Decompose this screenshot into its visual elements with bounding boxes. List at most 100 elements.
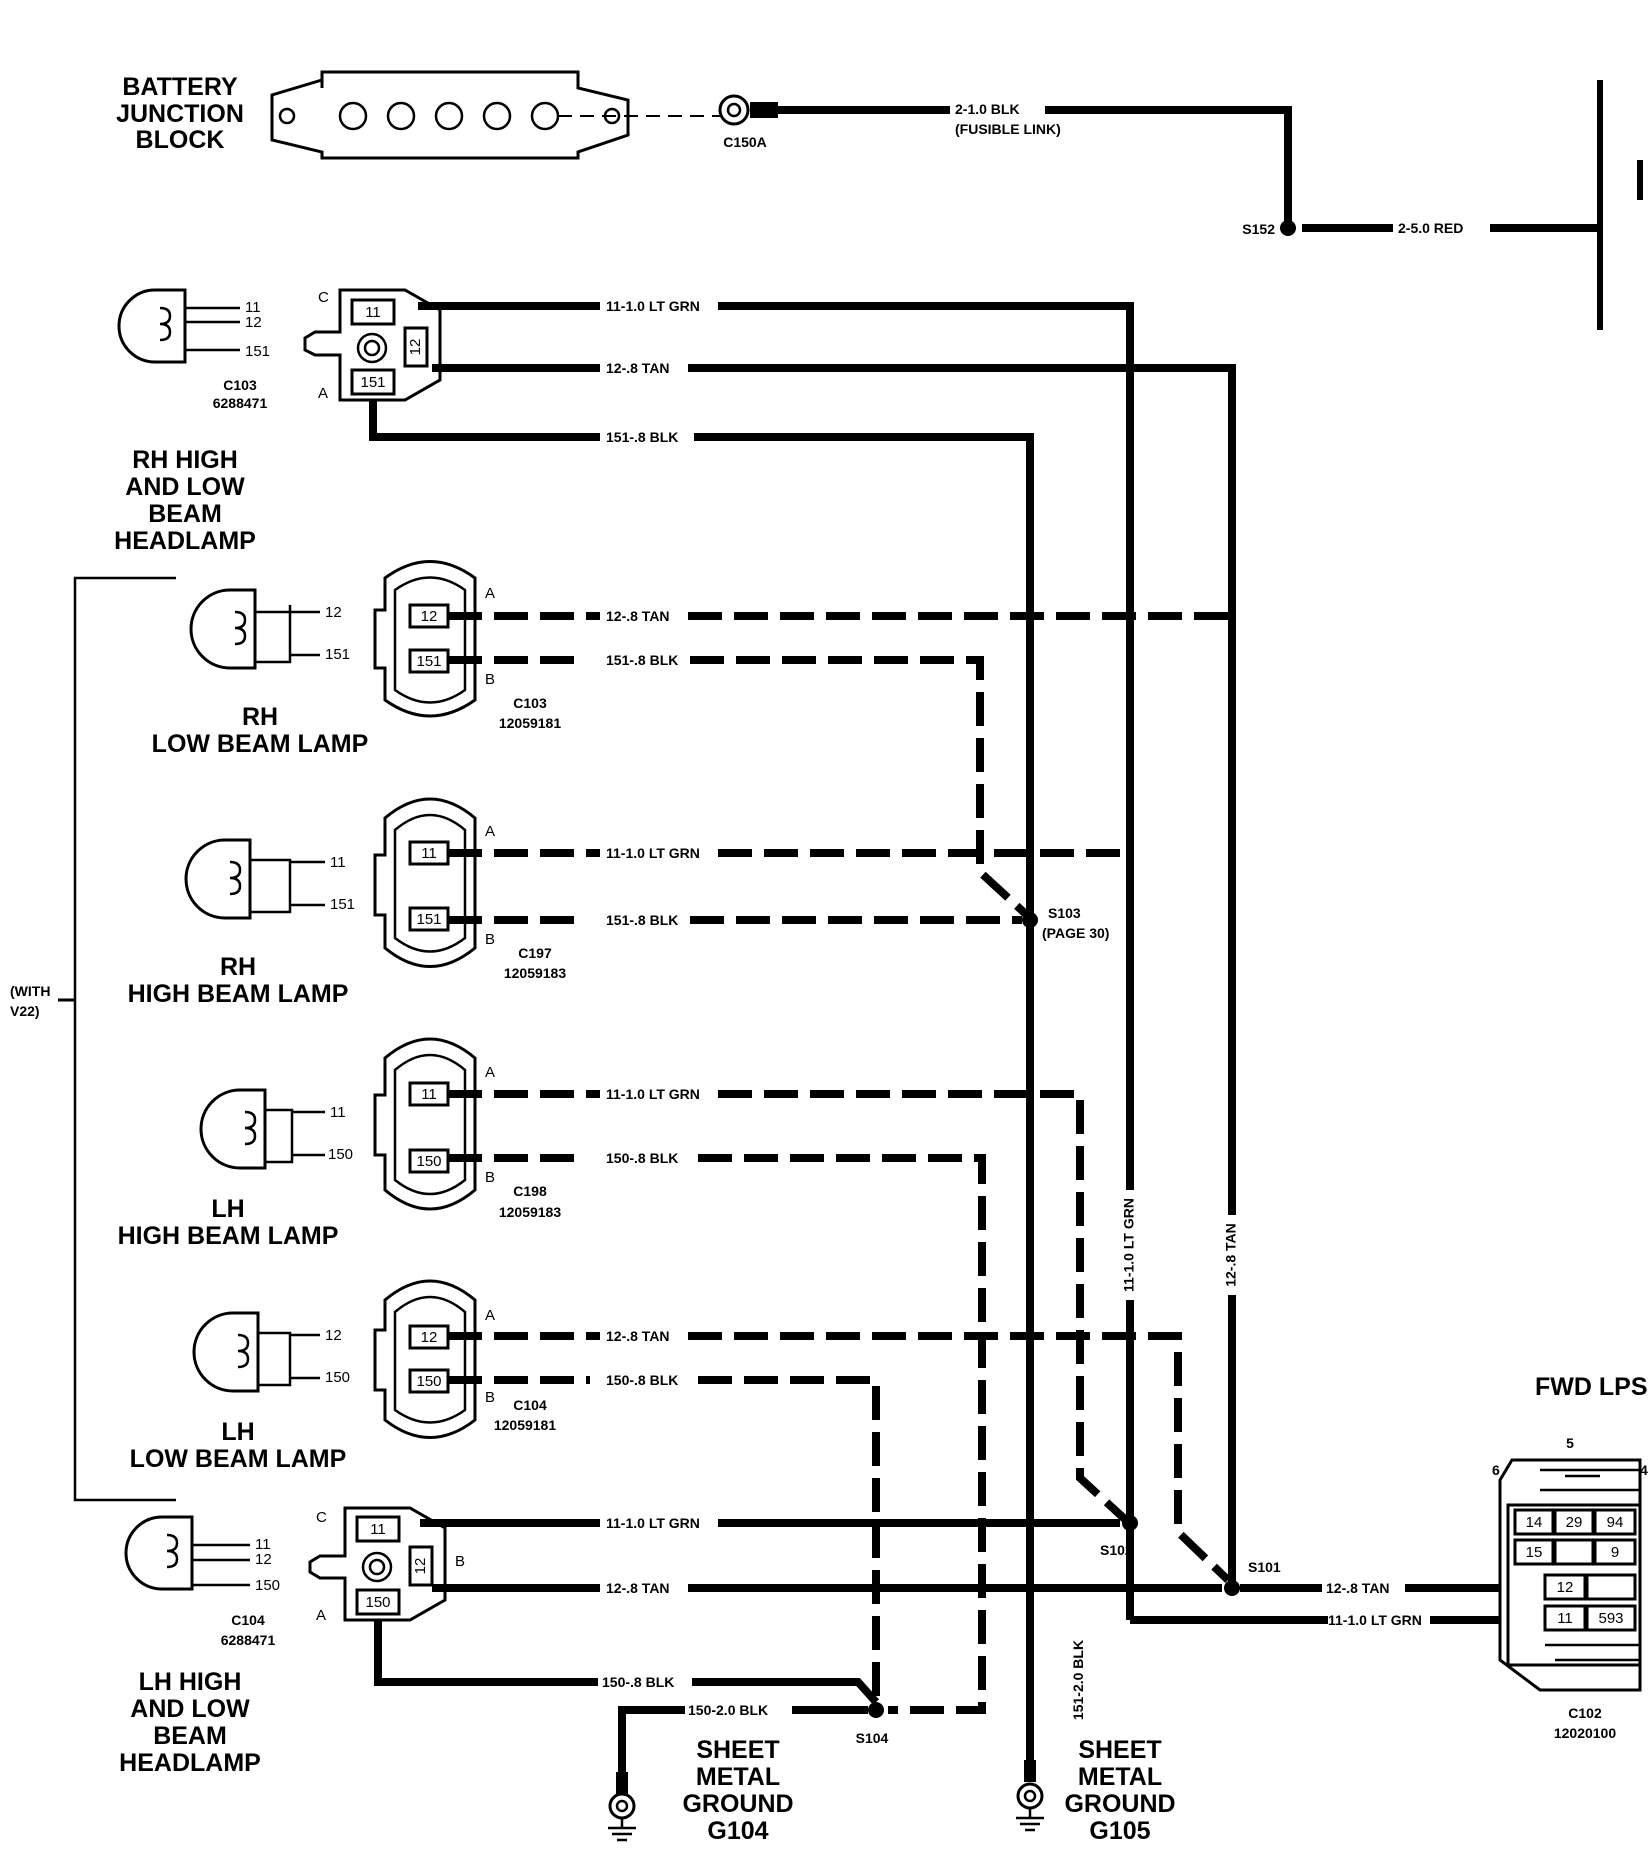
c197-label-1: C197 bbox=[518, 945, 552, 961]
with-v22-label-1: (WITH bbox=[10, 983, 50, 999]
ground-g105-symbol bbox=[1016, 1760, 1044, 1832]
lh-headlamp-label-1: LH HIGH bbox=[139, 1668, 242, 1696]
wire-label-red: 2-5.0 RED bbox=[1398, 220, 1463, 236]
splice-s152 bbox=[1280, 220, 1296, 236]
lh-headlamp-label-2: AND LOW bbox=[130, 1695, 250, 1723]
wire-label-trunk-grn: 11-1.0 LT GRN bbox=[1121, 1198, 1137, 1292]
c103-low-label-1: C103 bbox=[513, 695, 547, 711]
g104-label-2: METAL bbox=[696, 1763, 780, 1791]
rh-low-beam-label-2: LOW BEAM LAMP bbox=[152, 730, 369, 758]
rh-headlamp-label-1: RH HIGH bbox=[132, 446, 238, 474]
bjb-label-2: JUNCTION bbox=[116, 100, 244, 128]
rh-headlamp-label-4: HEADLAMP bbox=[114, 527, 256, 555]
wire-label-151-2-blk: 151-2.0 BLK bbox=[1070, 1640, 1086, 1720]
c197-connector: 11 151 A B bbox=[373, 797, 495, 968]
c104-bot-connector: 11 12 150 C B A bbox=[308, 1506, 465, 1624]
battery-junction-block: BATTERY JUNCTION BLOCK bbox=[116, 70, 720, 160]
c103-top-cav11: 11 bbox=[365, 304, 381, 321]
c102-cav9: 9 bbox=[1611, 1544, 1619, 1561]
g105-label-1: SHEET bbox=[1078, 1736, 1161, 1764]
wire-label-rhlow-tan: 12-.8 TAN bbox=[606, 608, 670, 624]
c102-label-2: 12020100 bbox=[1554, 1725, 1617, 1741]
lh-low-pin12: 12 bbox=[325, 1327, 342, 1344]
rh-high-beam-label-2: HIGH BEAM LAMP bbox=[128, 980, 349, 1008]
lh-high-beam-label-2: HIGH BEAM LAMP bbox=[118, 1222, 339, 1250]
wire-label-fwd-grn: 11-1.0 LT GRN bbox=[1328, 1612, 1422, 1628]
ground-g104-symbol bbox=[608, 1772, 636, 1842]
lh-headlamp-symbol: 11 12 150 bbox=[124, 1515, 280, 1594]
lh-low-beam-label-2: LOW BEAM LAMP bbox=[130, 1445, 347, 1473]
lh-high-pin11: 11 bbox=[330, 1104, 346, 1121]
g105-label-4: G105 bbox=[1089, 1817, 1150, 1845]
lh-hl-pin12: 12 bbox=[255, 1551, 272, 1568]
rh-low-pin12: 12 bbox=[325, 604, 342, 621]
c104-low-pinB: B bbox=[485, 1389, 495, 1406]
c198-label-1: C198 bbox=[513, 1183, 547, 1199]
c102-pin5: 5 bbox=[1566, 1435, 1574, 1451]
wire-label-top-blk: 151-.8 BLK bbox=[606, 429, 678, 445]
lh-high-beam-symbol: 11 150 bbox=[199, 1088, 353, 1170]
c198-label-2: 12059183 bbox=[499, 1204, 562, 1220]
wire-label-lhhigh-blk: 150-.8 BLK bbox=[606, 1150, 678, 1166]
c103-top-cav12: 12 bbox=[407, 339, 424, 356]
splice-s152-label: S152 bbox=[1242, 221, 1275, 237]
rh-low-beam-label-1: RH bbox=[242, 703, 278, 731]
rh-hl-pin12: 12 bbox=[245, 314, 262, 331]
wire-label-rhhigh-blk: 151-.8 BLK bbox=[606, 912, 678, 928]
wire-label-150-2-blk: 150-2.0 BLK bbox=[688, 1702, 768, 1718]
g105-label-2: METAL bbox=[1078, 1763, 1162, 1791]
g104-label-4: G104 bbox=[707, 1817, 768, 1845]
c198-cav11: 11 bbox=[421, 1086, 437, 1103]
c102-cav15: 15 bbox=[1526, 1544, 1543, 1561]
c102-cav94: 94 bbox=[1607, 1514, 1624, 1531]
rh-headlamp-label-2: AND LOW bbox=[125, 473, 245, 501]
c104-low-cav150: 150 bbox=[416, 1373, 441, 1390]
c104-low-label-2: 12059181 bbox=[494, 1417, 557, 1433]
c198-connector: 11 150 A B bbox=[373, 1037, 495, 1211]
splice-s103-label-2: (PAGE 30) bbox=[1042, 925, 1109, 941]
rh-high-pin11: 11 bbox=[330, 854, 346, 871]
c104-low-connector: 12 150 A B bbox=[373, 1279, 495, 1439]
splice-s101-label: S101 bbox=[1248, 1559, 1281, 1575]
c104-bot-pinB: B bbox=[455, 1553, 465, 1570]
c103-top-label-2: 6288471 bbox=[213, 395, 268, 411]
wire-label-lhhigh-grn: 11-1.0 LT GRN bbox=[606, 1086, 700, 1102]
wire-label-lhhl-blk: 150-.8 BLK bbox=[602, 1674, 674, 1690]
c103-low-label-2: 12059181 bbox=[499, 715, 562, 731]
c103-low-pinB: B bbox=[485, 671, 495, 688]
bjb-label-1: BATTERY bbox=[122, 73, 238, 101]
lh-low-beam-label-1: LH bbox=[221, 1418, 254, 1446]
lh-headlamp-label-3: BEAM bbox=[153, 1722, 227, 1750]
rh-low-pin151: 151 bbox=[325, 646, 350, 663]
wire-label-top-grn: 11-1.0 LT GRN bbox=[606, 298, 700, 314]
c104-bot-cav12: 12 bbox=[412, 1558, 429, 1575]
wire-label-s101-tan: 12-.8 TAN bbox=[1326, 1580, 1390, 1596]
lh-low-pin150: 150 bbox=[325, 1369, 350, 1386]
c104-low-pinA: A bbox=[485, 1307, 495, 1324]
g105-label-3: GROUND bbox=[1064, 1790, 1175, 1818]
wire-label-rhlow-blk: 151-.8 BLK bbox=[606, 652, 678, 668]
c103-low-cav12: 12 bbox=[421, 608, 438, 625]
wire-label-2-blk: 2-1.0 BLK bbox=[955, 101, 1020, 117]
c197-pinA: A bbox=[485, 823, 495, 840]
c102-pin6: 6 bbox=[1492, 1462, 1500, 1478]
lh-hl-pin11: 11 bbox=[255, 1536, 271, 1553]
wire-label-lhlow-blk: 150-.8 BLK bbox=[606, 1372, 678, 1388]
c103-low-pinA: A bbox=[485, 585, 495, 602]
splice-s104 bbox=[868, 1702, 884, 1718]
fwd-lps-label: FWD LPS bbox=[1535, 1373, 1648, 1401]
c103-top-label-1: C103 bbox=[223, 377, 257, 393]
rh-high-beam-label-1: RH bbox=[220, 953, 256, 981]
c103-low-connector: 12 151 A B bbox=[373, 560, 495, 718]
bjb-label-3: BLOCK bbox=[136, 126, 225, 154]
c102-pin4: 4 bbox=[1640, 1462, 1648, 1478]
rh-hl-pin11: 11 bbox=[245, 299, 261, 316]
c102-cav29: 29 bbox=[1566, 1514, 1583, 1531]
lh-high-beam-label-1: LH bbox=[211, 1195, 244, 1223]
c103-top-pinC: C bbox=[318, 289, 329, 306]
rh-hl-pin151: 151 bbox=[245, 343, 270, 360]
wire-label-trunk-tan: 12-.8 TAN bbox=[1223, 1223, 1239, 1287]
wire-label-lhhl-grn: 11-1.0 LT GRN bbox=[606, 1515, 700, 1531]
wire-label-rhhigh-grn: 11-1.0 LT GRN bbox=[606, 845, 700, 861]
